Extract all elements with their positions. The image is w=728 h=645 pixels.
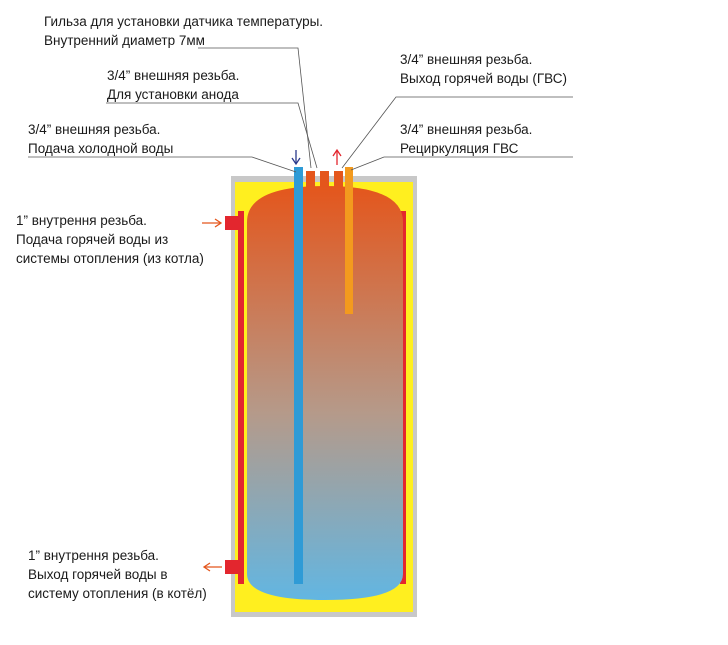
label-heating-supply-line1: 1” внутрення резьба. [16, 213, 147, 228]
label-sensor-sleeve-line2: Внутренний диаметр 7мм [44, 33, 205, 48]
label-heating-return-line2: Выход горячей воды в [28, 567, 168, 582]
label-cold-water-line2: Подача холодной воды [28, 141, 174, 156]
label-sensor-sleeve: Гильза для установки датчика температуры… [44, 12, 323, 50]
label-cold-water: 3/4” внешняя резьба. Подача холодной вод… [28, 120, 173, 158]
label-heating-supply-line2: Подача горячей воды из [16, 232, 169, 247]
leader-cold-water [28, 156, 297, 173]
leader-sensor-sleeve [198, 47, 312, 169]
label-recirculation-line2: Рециркуляция ГВС [400, 141, 519, 156]
anode-fitting [320, 171, 329, 187]
label-recirculation-line1: 3/4” внешняя резьба. [400, 122, 533, 137]
label-hot-water-out: 3/4” внешняя резьба. Выход горячей воды … [400, 50, 567, 88]
cold-water-pipe [294, 167, 303, 584]
leader-anode [106, 102, 318, 169]
label-sensor-sleeve-line1: Гильза для установки датчика температуры… [44, 14, 324, 29]
heating-supply-port [225, 216, 241, 230]
sensor-sleeve-fitting [306, 171, 315, 187]
label-anode-line1: 3/4” внешняя резьба. [107, 68, 240, 83]
label-heating-supply-line3: системы отопления (из котла) [16, 251, 204, 266]
hot-water-arrow [332, 148, 342, 165]
heating-coil-left [238, 211, 244, 584]
label-heating-return-line3: систему отопления (в котёл) [28, 586, 207, 601]
label-heating-return: 1” внутрення резьба. Выход горячей воды … [28, 546, 207, 603]
heating-supply-arrow [202, 218, 223, 228]
label-hot-water-out-line1: 3/4” внешняя резьба. [400, 52, 533, 67]
label-anode: 3/4” внешняя резьба. Для установки анода [107, 66, 239, 104]
label-cold-water-line1: 3/4” внешняя резьба. [28, 122, 161, 137]
label-recirculation: 3/4” внешняя резьба. Рециркуляция ГВС [400, 120, 532, 158]
label-heating-supply: 1” внутрення резьба. Подача горячей воды… [16, 211, 204, 268]
recirculation-pipe [345, 167, 353, 314]
label-heating-return-line1: 1” внутрення резьба. [28, 548, 159, 563]
label-hot-water-out-line2: Выход горячей воды (ГВС) [400, 71, 567, 86]
hot-water-fitting [334, 171, 343, 187]
heating-return-arrow [202, 562, 222, 572]
leader-lines [28, 47, 573, 173]
cold-water-arrow [291, 150, 301, 166]
water-tank [247, 186, 403, 600]
heating-return-port [225, 560, 241, 574]
leader-hot-water [341, 96, 573, 169]
leader-recirculation [350, 156, 573, 171]
label-anode-line2: Для установки анода [107, 87, 239, 102]
